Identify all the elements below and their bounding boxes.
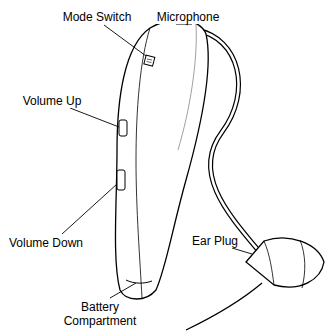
- ear-plug-ridge: [264, 241, 274, 285]
- part-label: Microphone: [156, 10, 221, 24]
- leader-line: [232, 248, 252, 254]
- retention-line: [186, 283, 262, 330]
- volume-up-button: [119, 120, 127, 136]
- mode-switch-grip: [147, 59, 153, 63]
- body-face-line: [136, 28, 150, 298]
- ear-plug-ridge: [300, 240, 305, 288]
- volume-down-button: [117, 170, 125, 190]
- leader-line: [70, 108, 119, 127]
- leader-line: [62, 184, 117, 234]
- leader-line: [104, 25, 146, 56]
- part-label: Volume Up: [22, 94, 83, 108]
- part-label: Battery Compartment: [59, 300, 141, 328]
- part-label: Volume Down: [8, 236, 84, 250]
- part-label: Ear Plug: [191, 234, 239, 248]
- mode-switch: [144, 55, 155, 66]
- hearing-aid-body: [115, 20, 208, 299]
- leader-line: [110, 283, 136, 298]
- ear-plug: [246, 238, 324, 287]
- battery-door-line: [126, 280, 152, 283]
- body-shade-line: [178, 24, 196, 150]
- part-label: Mode Switch: [62, 10, 133, 24]
